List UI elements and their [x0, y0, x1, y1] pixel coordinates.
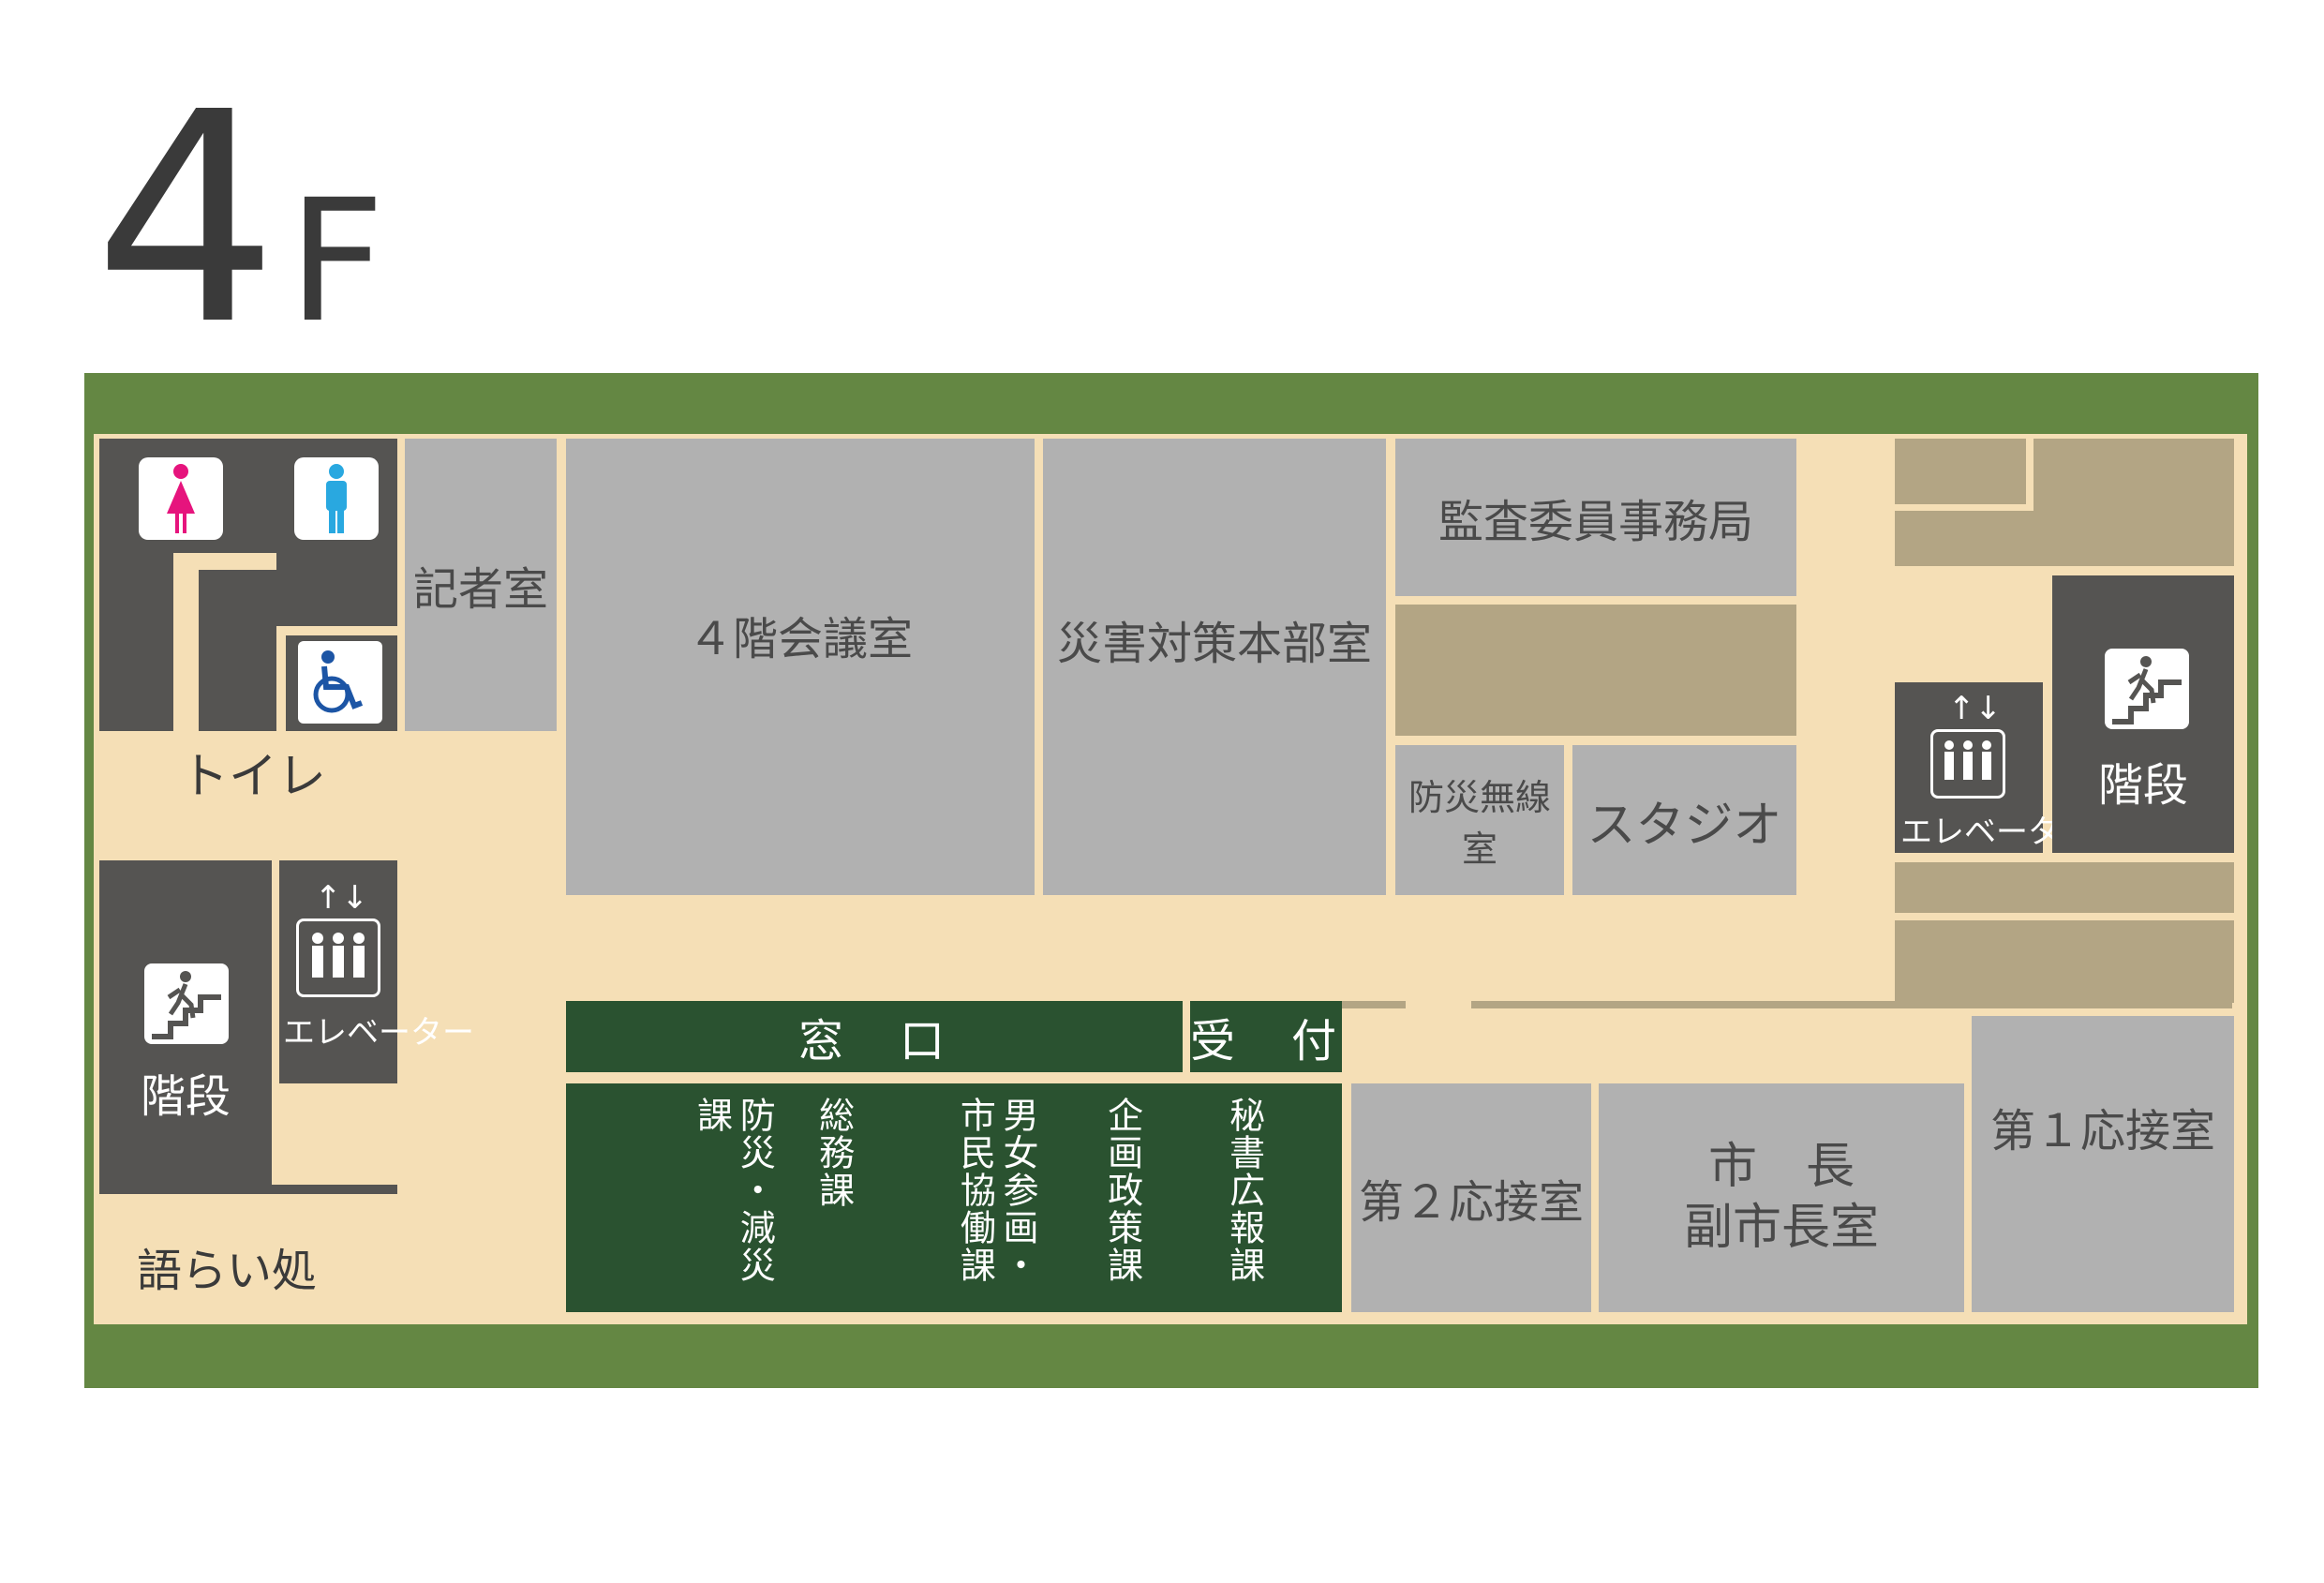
floor-title: 4F — [94, 75, 385, 366]
stairs-icon — [2105, 649, 2189, 729]
female-toilet-icon — [139, 457, 223, 540]
elevator-right: ↑↓ エレベーター — [1895, 682, 2092, 853]
dept-kikaku: 企画政策課 — [1101, 1097, 1143, 1284]
elevator-icon — [1930, 729, 2005, 799]
room-kaigi4-label: ４階会議室 — [687, 612, 913, 665]
toilet-divider-h — [173, 553, 276, 570]
corridor-line-right — [1471, 1001, 2232, 1008]
dept-soumu: 総務課 — [812, 1097, 855, 1209]
room-ouse2: 第２応接室 — [1351, 1083, 1591, 1312]
lounge-label: 語らい処 — [137, 1245, 318, 1297]
room-kisha: 記者室 — [405, 439, 557, 731]
stairs-right: 階段 — [2052, 575, 2234, 853]
stairs-left: 階段 — [99, 860, 272, 1194]
elevator-icon — [296, 918, 380, 997]
counter-window: 窓 口 — [566, 1001, 1183, 1072]
room-saigai: 災害対策本部室 — [1043, 439, 1386, 895]
counter-reception: 受 付 — [1190, 1001, 1342, 1072]
room-ouse1: 第１応接室 — [1972, 1016, 2234, 1312]
floor-number: 4 — [94, 51, 279, 389]
room-kansa: 監査委員事務局 — [1395, 439, 1796, 596]
male-toilet-icon — [294, 457, 379, 540]
elevator-arrows-icon: ↑↓ — [1948, 690, 2002, 727]
stairs-left-ledge — [272, 1185, 397, 1194]
storage-right-2 — [1895, 920, 2234, 1003]
room-studio: スタジオ — [1572, 745, 1796, 895]
toilet-divider-2 — [276, 626, 286, 731]
room-ouse1-label: 第１応接室 — [1989, 1105, 2215, 1157]
departments-area: 防災・減災課 総務課 男女参画・市民協働課 企画政策課 秘書広報課 — [566, 1083, 1342, 1312]
room-shicho-line2: 副市長室 — [1683, 1200, 1879, 1256]
room-shicho-line1: 市 長 — [1707, 1139, 1855, 1195]
storage-top-left-2 — [1895, 511, 2035, 566]
room-shicho: 市 長 副市長室 — [1599, 1083, 1964, 1312]
room-kaigi4: ４階会議室 — [566, 439, 1035, 895]
dept-hisho: 秘書広報課 — [1223, 1097, 1265, 1284]
wheelchair-icon — [298, 641, 382, 724]
floor-suffix: F — [288, 164, 385, 360]
toilet-divider-3 — [276, 626, 398, 635]
toilet-divider — [173, 570, 199, 731]
storage-middle — [1395, 605, 1796, 736]
stairs-left-label: 階段 — [140, 1070, 231, 1123]
toilet-label: トイレ — [180, 749, 327, 805]
dept-danjo: 男女参画・市民協働課 — [954, 1097, 1038, 1284]
stairs-icon — [144, 963, 229, 1044]
room-bousai-musen: 防災無線室 — [1395, 745, 1564, 895]
storage-top-right — [2034, 439, 2234, 566]
elevator-arrows-icon: ↑↓ — [315, 879, 368, 917]
room-saigai-label: 災害対策本部室 — [1056, 617, 1372, 670]
storage-top-left — [1895, 439, 2026, 504]
dept-bousai: 防災・減災課 — [691, 1097, 776, 1284]
elevator-left-label: エレベーター — [283, 1014, 474, 1052]
stairs-right-label: 階段 — [2097, 759, 2188, 812]
elevator-left: ↑↓ エレベーター — [279, 860, 474, 1083]
storage-right-1 — [1895, 862, 2234, 913]
corridor-line-left — [1331, 1001, 1406, 1008]
